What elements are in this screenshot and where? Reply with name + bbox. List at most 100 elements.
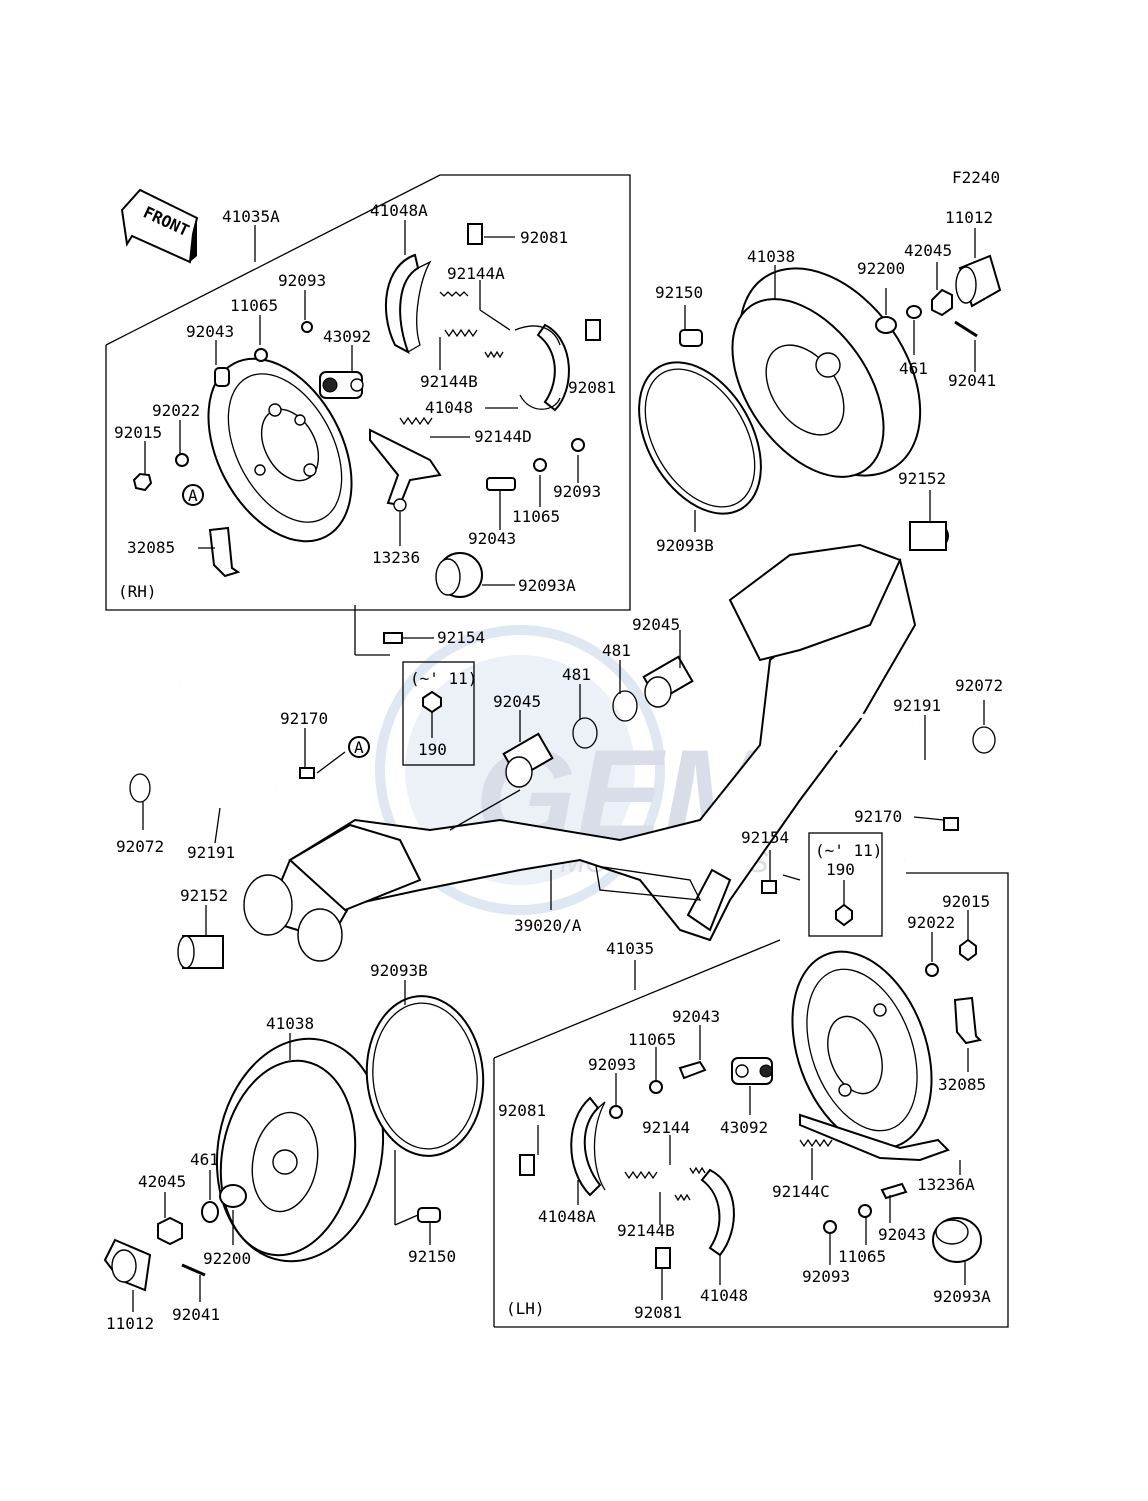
label-92045: 92045 bbox=[632, 615, 680, 634]
label-42045: 42045 bbox=[904, 241, 952, 260]
label-92043: 92043 bbox=[878, 1225, 926, 1244]
label-92191: 92191 bbox=[893, 696, 941, 715]
hub-parts-rh bbox=[679, 254, 1002, 347]
bushing-92045-right bbox=[642, 655, 694, 708]
lh-group-frame bbox=[494, 872, 1009, 1328]
label-92170: 92170 bbox=[280, 709, 328, 728]
label-42045: 42045 bbox=[138, 1172, 186, 1191]
label-92144C: 92144C bbox=[772, 1182, 830, 1201]
breather-hose-right bbox=[825, 713, 996, 862]
label-92072: 92072 bbox=[955, 676, 1003, 695]
lh-frame-slant bbox=[493, 939, 781, 1059]
label-92152: 92152 bbox=[180, 886, 228, 905]
seal-92093B-rh bbox=[638, 361, 762, 515]
label-11065: 11065 bbox=[838, 1247, 886, 1266]
label-92152: 92152 bbox=[898, 469, 946, 488]
label-92144A: 92144A bbox=[447, 264, 505, 283]
hub-parts-lh bbox=[103, 1184, 441, 1292]
snap-rings-481 bbox=[572, 690, 638, 749]
label-92045: 92045 bbox=[493, 692, 541, 711]
label-92081: 92081 bbox=[498, 1101, 546, 1120]
label-92144B: 92144B bbox=[617, 1221, 675, 1240]
label-92093: 92093 bbox=[588, 1055, 636, 1074]
backing-plate-lh bbox=[791, 950, 933, 1150]
label-92043: 92043 bbox=[186, 322, 234, 341]
label-11065: 11065 bbox=[628, 1030, 676, 1049]
label-461: 461 bbox=[899, 359, 928, 378]
clip-92081-rh bbox=[467, 223, 601, 341]
label-92154: 92154 bbox=[437, 628, 485, 647]
label-41038: 41038 bbox=[266, 1014, 314, 1033]
brake-shoe-41048A-lh bbox=[570, 1096, 606, 1197]
label-92144B: 92144B bbox=[420, 372, 478, 391]
brake-drum-lh bbox=[215, 1037, 385, 1263]
label-32085: 32085 bbox=[938, 1075, 986, 1094]
label-92093: 92093 bbox=[553, 482, 601, 501]
grommet-92093A-rh bbox=[435, 552, 483, 598]
bushing-92152-lh bbox=[177, 935, 224, 969]
label-190: 190 bbox=[418, 740, 447, 759]
brake-shoe-41048A-rh bbox=[384, 253, 432, 355]
wheel-cylinder-rh bbox=[319, 371, 364, 399]
small-parts-lh bbox=[519, 938, 983, 1269]
brake-shoe-41048-lh bbox=[700, 1168, 735, 1257]
label-92154: 92154 bbox=[741, 828, 789, 847]
small-parts-rh bbox=[132, 321, 585, 578]
axle-housing bbox=[243, 543, 917, 962]
brake-drum-rh bbox=[731, 267, 922, 478]
label-92081: 92081 bbox=[634, 1303, 682, 1322]
label-92093B: 92093B bbox=[656, 536, 714, 555]
lh-group-label: (LH) bbox=[506, 1299, 545, 1318]
brake-shoe-41048-rh bbox=[514, 323, 570, 412]
label-92191: 92191 bbox=[187, 843, 235, 862]
label-92093A: 92093A bbox=[518, 576, 576, 595]
label-92043: 92043 bbox=[672, 1007, 720, 1026]
label-92015: 92015 bbox=[942, 892, 990, 911]
part-labels: 41035A 41048A 92081 92144A 92093 11065 9… bbox=[106, 201, 1003, 1333]
label-11012: 11012 bbox=[106, 1314, 154, 1333]
label-41035A: 41035A bbox=[222, 207, 280, 226]
rh-group-frame bbox=[105, 174, 631, 611]
label-13236: 13236 bbox=[372, 548, 420, 567]
label-92144: 92144 bbox=[642, 1118, 690, 1137]
callout-a-lh: A bbox=[348, 736, 370, 758]
svg-text:A: A bbox=[188, 486, 198, 505]
lever-13236A-lh bbox=[799, 1113, 950, 1162]
label-92072: 92072 bbox=[116, 837, 164, 856]
label-41038: 41038 bbox=[747, 247, 795, 266]
callout-a-rh: A bbox=[182, 484, 204, 506]
label-190: 190 bbox=[826, 860, 855, 879]
label-92200: 92200 bbox=[203, 1249, 251, 1268]
label-41048A: 41048A bbox=[538, 1207, 596, 1226]
note-box-left bbox=[402, 661, 475, 766]
label-92093B: 92093B bbox=[370, 961, 428, 980]
note-box-right bbox=[808, 832, 883, 937]
label-92043: 92043 bbox=[468, 529, 516, 548]
bushing-92152-rh bbox=[909, 521, 949, 551]
label-92015: 92015 bbox=[114, 423, 162, 442]
label-41048: 41048 bbox=[425, 398, 473, 417]
label-43092: 43092 bbox=[323, 327, 371, 346]
lever-13236-rh bbox=[369, 428, 442, 512]
seal-92093B-lh bbox=[365, 995, 485, 1157]
label-92022: 92022 bbox=[152, 401, 200, 420]
label-461: 461 bbox=[190, 1150, 219, 1169]
note-label-left: (~' 11) bbox=[410, 669, 477, 688]
label-41048A: 41048A bbox=[370, 201, 428, 220]
svg-text:A: A bbox=[354, 738, 364, 757]
grommet-92093A-lh bbox=[932, 1217, 982, 1263]
label-39020-A: 39020/A bbox=[514, 916, 582, 935]
label-92041: 92041 bbox=[948, 371, 996, 390]
springs-lh bbox=[624, 1138, 833, 1202]
label-43092: 43092 bbox=[720, 1118, 768, 1137]
label-481: 481 bbox=[602, 641, 631, 660]
figure-code: F2240 bbox=[952, 168, 1000, 187]
wheel-cylinder-lh bbox=[731, 1057, 773, 1085]
label-92170: 92170 bbox=[854, 807, 902, 826]
label-92150: 92150 bbox=[655, 283, 703, 302]
label-92022: 92022 bbox=[907, 913, 955, 932]
label-92150: 92150 bbox=[408, 1247, 456, 1266]
label-13236A: 13236A bbox=[917, 1175, 975, 1194]
rh-group-label: (RH) bbox=[118, 582, 157, 601]
